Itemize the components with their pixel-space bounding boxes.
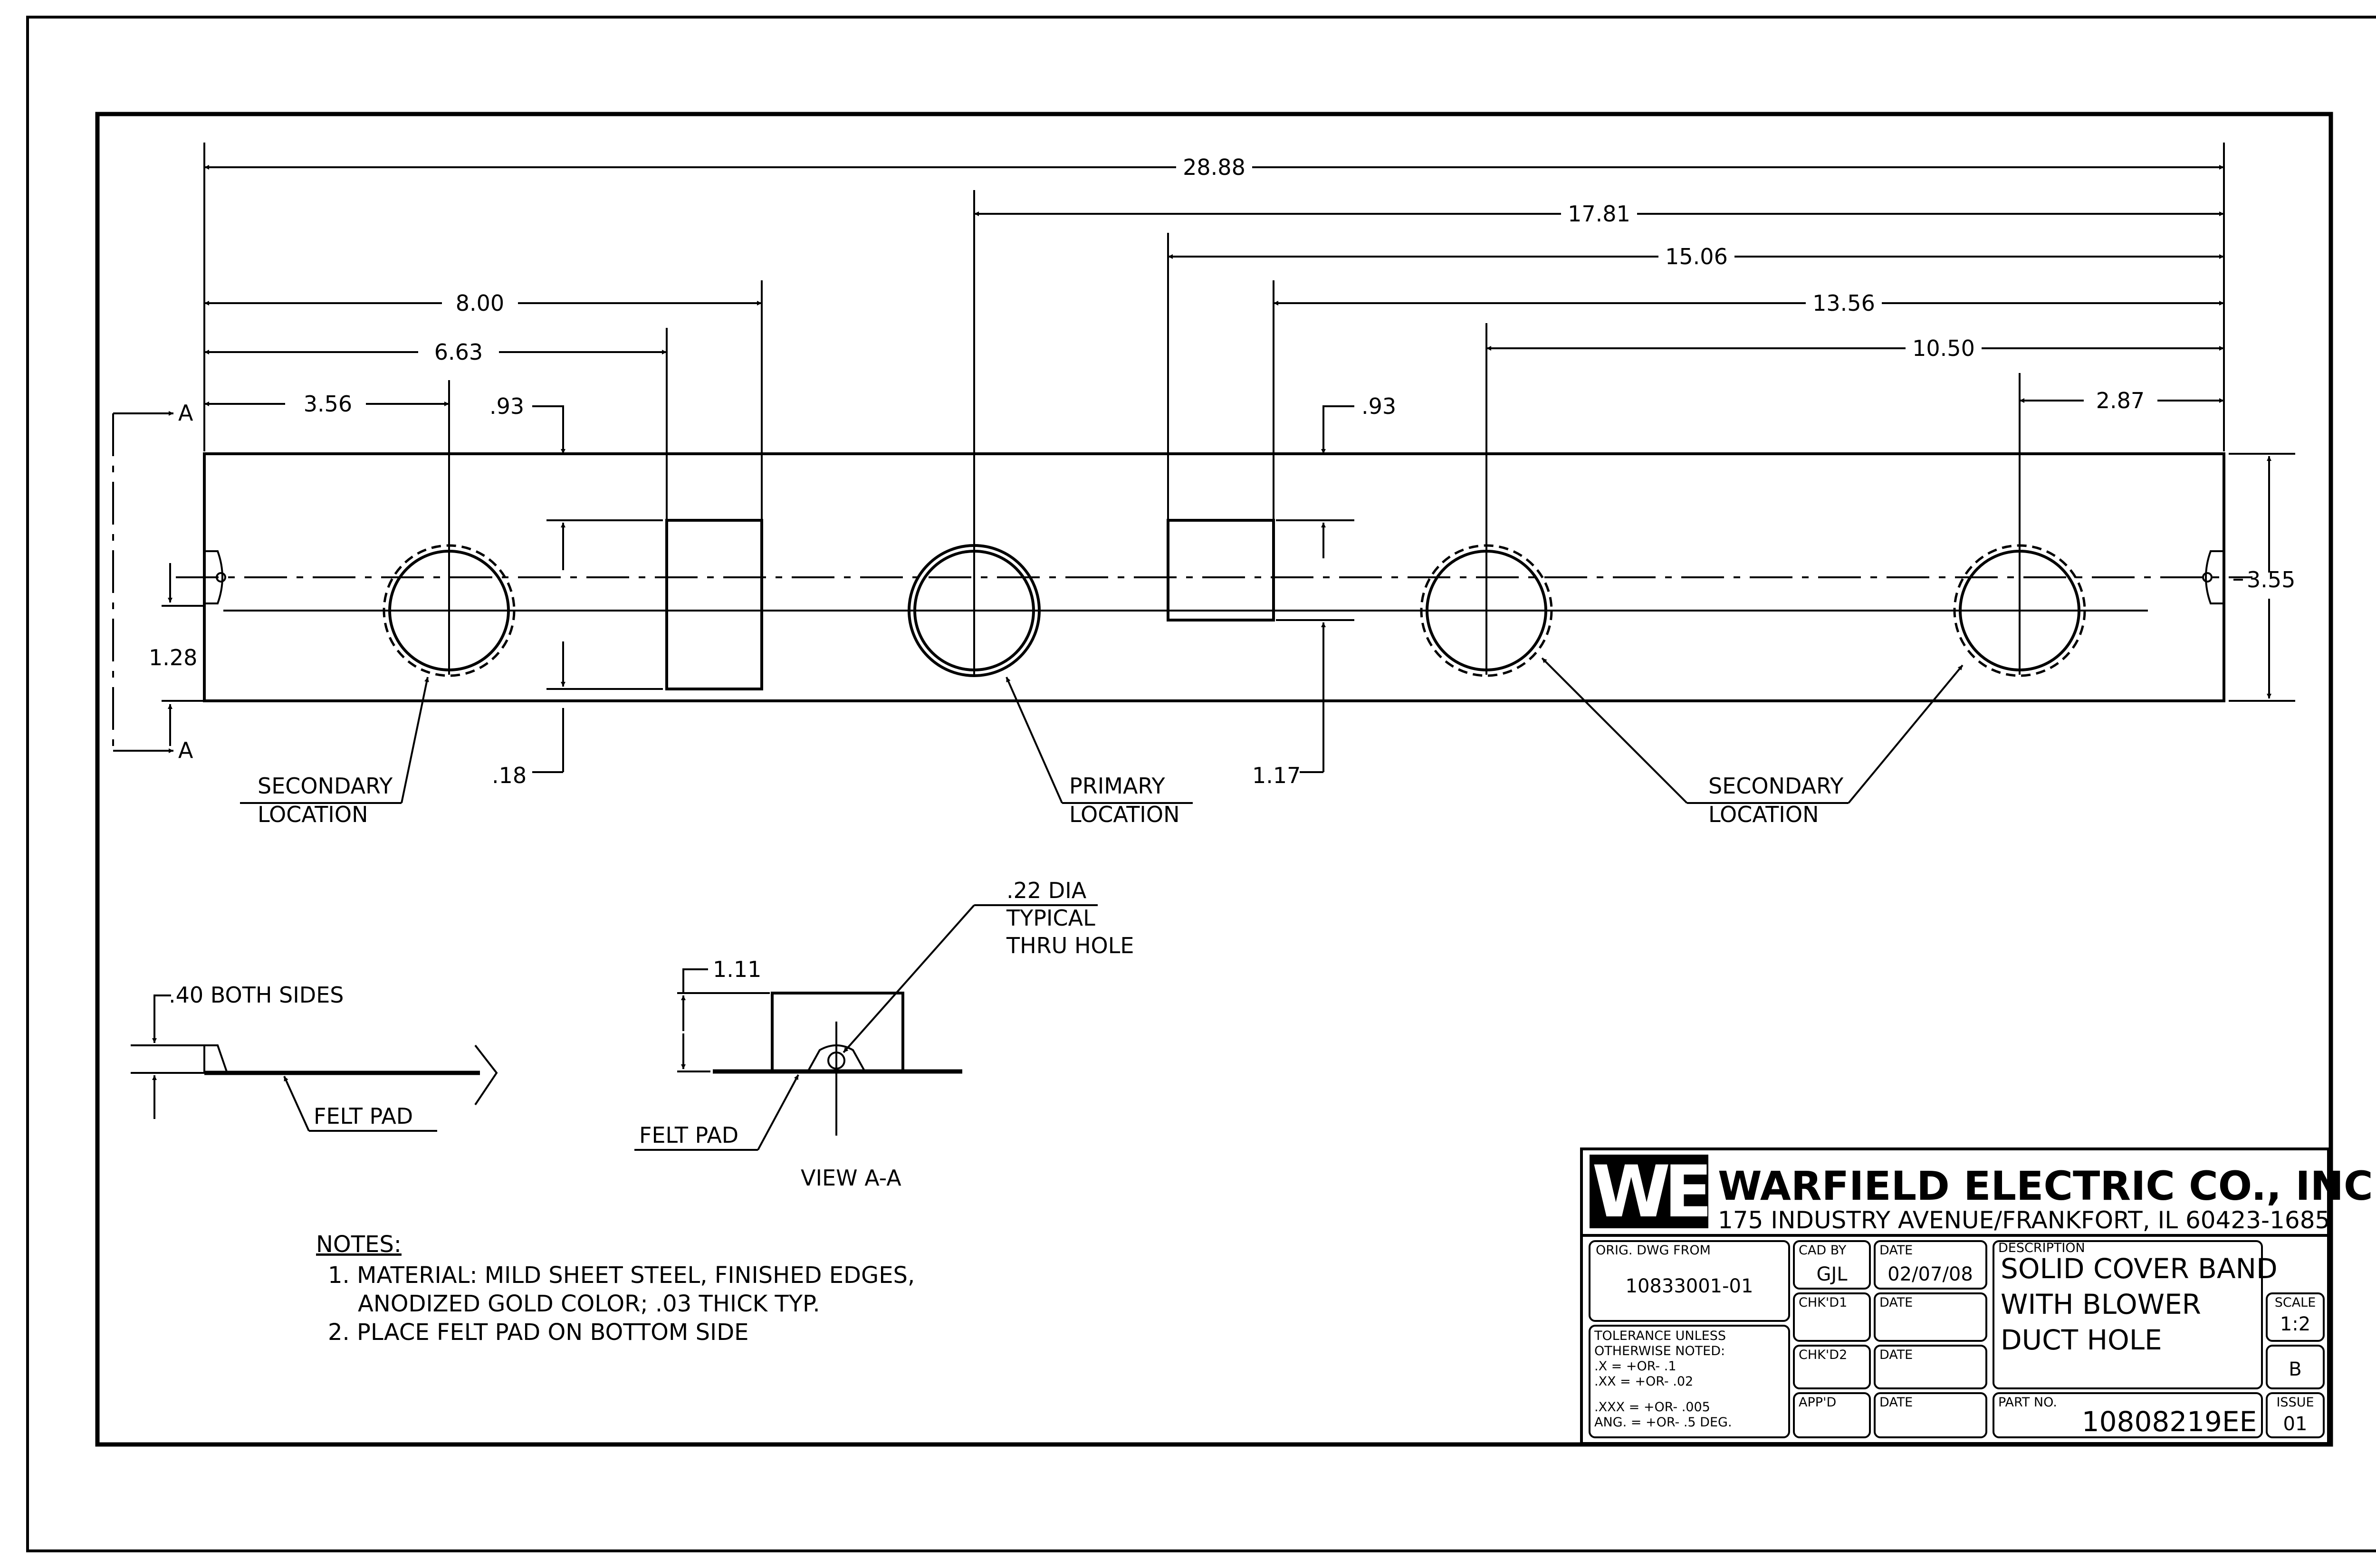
chk2-label: CHK'D2 [1799, 1348, 1847, 1362]
dim-17-81: 17.81 [1568, 201, 1630, 227]
dim-1-17: 1.17 [1252, 763, 1301, 788]
orig-dwg-value: 10833001-01 [1626, 1275, 1753, 1297]
tolerance-line-5: .XXX = +OR- .005 [1594, 1400, 1710, 1415]
end-tab-left [204, 550, 223, 604]
part-no-label: PART NO. [1998, 1395, 2057, 1410]
tab-hole-right [2202, 572, 2213, 583]
tolerance-line-3: .X = +OR- .1 [1594, 1359, 1677, 1374]
chk1-date-label: DATE [1879, 1295, 1913, 1310]
dim-line-18 [532, 519, 663, 773]
dim-93-left: .93 [489, 393, 524, 419]
felt-pad-left [665, 519, 763, 690]
note-1: 1. MATERIAL: MILD SHEET STEEL, FINISHED … [328, 1262, 915, 1289]
leader-93-right [1321, 405, 1354, 454]
label-secondary-left-2: LOCATION [258, 802, 368, 827]
label-secondary-left-1: SECONDARY [258, 773, 393, 799]
leader-secondary-right [1541, 657, 1964, 804]
chk2-date-label: DATE [1879, 1348, 1913, 1362]
orig-dwg-label: ORIG. DWG FROM [1596, 1243, 1711, 1258]
part-no-value: 10808219EE [2082, 1405, 2257, 1438]
dim-line-1-28 [162, 563, 204, 746]
dim-3-55: 3.55 [2247, 567, 2295, 593]
dim-15-06: 15.06 [1665, 244, 1728, 269]
label-secondary-right-2: LOCATION [1708, 802, 1819, 827]
leader-primary [1006, 677, 1193, 804]
tolerance-line-6: ANG. = +OR- .5 DEG. [1594, 1415, 1732, 1430]
label-felt-pad-edge: FELT PAD [314, 1103, 413, 1129]
dim-2-87: 2.87 [2096, 388, 2145, 413]
section-marker-bottom: A [178, 737, 193, 763]
appd-label: APP'D [1799, 1395, 1836, 1410]
dim-8-00: 8.00 [456, 290, 504, 316]
date-label: DATE [1879, 1243, 1913, 1258]
issue-value: 01 [2283, 1413, 2308, 1435]
dim-10-50: 10.50 [1912, 335, 1975, 361]
tolerance-line-1: TOLERANCE UNLESS [1594, 1329, 1726, 1343]
label-primary-1: PRIMARY [1069, 773, 1165, 799]
dim-6-63: 6.63 [434, 339, 483, 365]
description-line-1: SOLID COVER BAND [2001, 1252, 2278, 1285]
label-typical: TYPICAL [1006, 905, 1095, 931]
description-line-2: WITH BLOWER [2001, 1288, 2201, 1320]
label-thru-hole: THRU HOLE [1006, 933, 1134, 958]
leader-felt-pad-edge [283, 1076, 437, 1132]
scale-label: SCALE [2275, 1295, 2316, 1310]
dim-line-1-17 [1276, 519, 1354, 773]
label-primary-2: LOCATION [1069, 802, 1180, 827]
note-2: 2. PLACE FELT PAD ON BOTTOM SIDE [328, 1319, 749, 1346]
title-block [1580, 1147, 2330, 1445]
tolerance-line-4: .XX = +OR- .02 [1594, 1374, 1693, 1389]
label-dia: .22 DIA [1006, 878, 1087, 903]
scale-value: 1:2 [2280, 1313, 2310, 1335]
dim-28-88: 28.88 [1183, 154, 1245, 180]
sheet-border [26, 16, 2376, 1552]
label-felt-pad-view: FELT PAD [639, 1122, 738, 1148]
drawing-frame [95, 112, 2333, 1447]
note-1-cont: ANODIZED GOLD COLOR; .03 THICK TYP. [358, 1291, 820, 1317]
extension-lines [203, 143, 2225, 675]
leader-secondary-left [240, 677, 429, 804]
issue-label: ISSUE [2276, 1395, 2314, 1410]
end-tab-right [2205, 550, 2224, 604]
appd-date-label: DATE [1879, 1395, 1913, 1410]
felt-pad-edge-detail [131, 994, 498, 1119]
company-address: 175 INDUSTRY AVENUE/FRANKFORT, IL 60423-… [1718, 1206, 2330, 1234]
leader-93-left [532, 405, 565, 454]
dim-line-3-55 [2229, 453, 2295, 702]
description-line-3: DUCT HOLE [2001, 1324, 2162, 1356]
tolerance-line-2: OTHERWISE NOTED: [1594, 1344, 1725, 1358]
dim-1-28: 1.28 [149, 645, 197, 670]
description-label: DESCRIPTION [1998, 1241, 2085, 1255]
cad-by-label: CAD BY [1799, 1243, 1847, 1258]
size-value: B [2289, 1358, 2301, 1380]
section-marker-top: A [178, 400, 193, 426]
view-a-a-detail [677, 968, 962, 1136]
label-view-a-a: VIEW A-A [801, 1165, 901, 1191]
label-both-sides: .40 BOTH SIDES [169, 982, 344, 1008]
chk1-label: CHK'D1 [1799, 1295, 1847, 1310]
cad-by-value: GJL [1816, 1263, 1848, 1285]
dim-18: .18 [492, 763, 527, 788]
company-name: WARFIELD ELECTRIC CO., INC. [1718, 1163, 2376, 1209]
label-secondary-right-1: SECONDARY [1708, 773, 1844, 799]
dim-93-right: .93 [1361, 393, 1396, 419]
dim-3-56: 3.56 [304, 391, 352, 417]
date-value: 02/07/08 [1887, 1263, 1973, 1285]
leader-dia [843, 904, 1098, 1053]
felt-pad-right [1167, 519, 1275, 621]
leader-felt-pad-view [634, 1074, 799, 1151]
svg-text:WE: WE [1592, 1151, 1707, 1233]
company-logo: WE [1590, 1151, 1714, 1233]
label-1-11: 1.11 [713, 956, 761, 982]
dim-13-56: 13.56 [1812, 290, 1875, 316]
tab-hole-left [216, 572, 226, 583]
notes-heading: NOTES: [316, 1231, 402, 1258]
